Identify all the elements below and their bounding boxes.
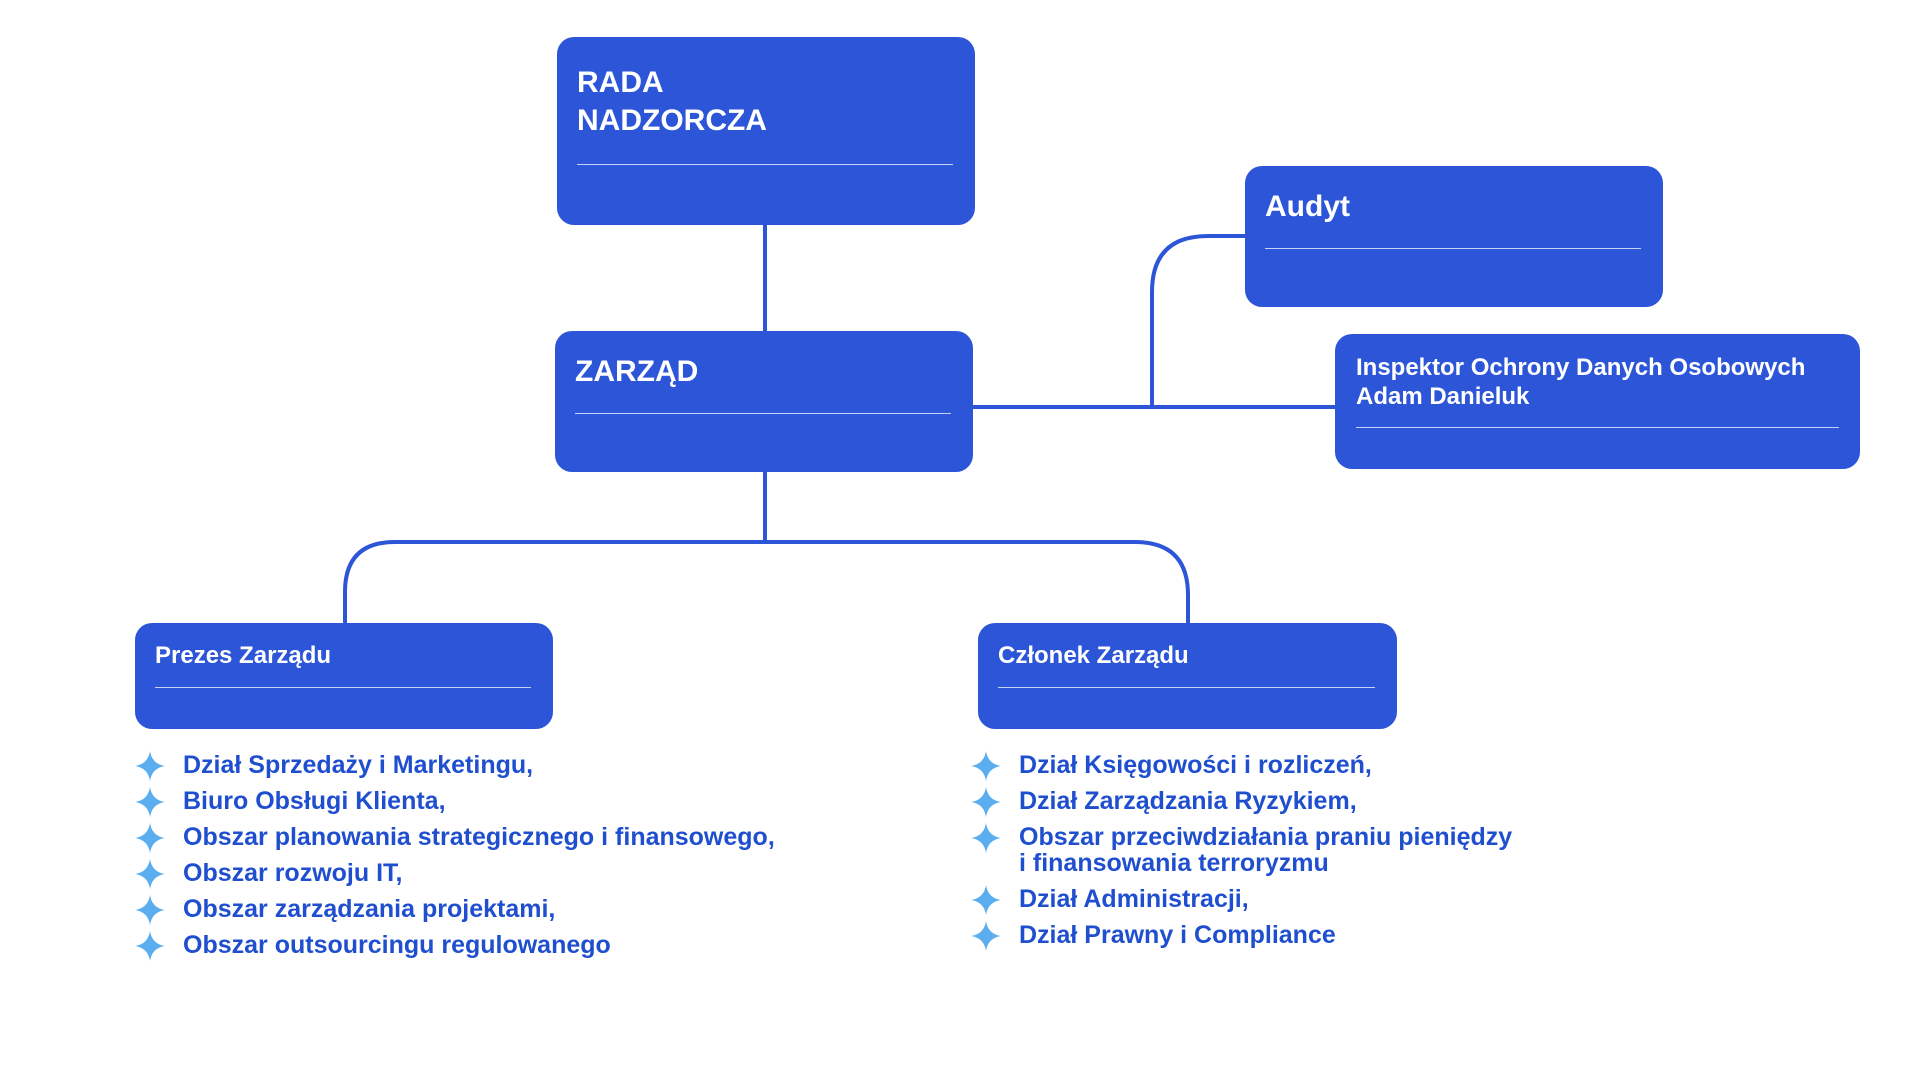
box-title: Inspektor Ochrony Danych Osobowych Adam … <box>1356 354 1806 411</box>
box-title: Członek Zarządu <box>998 642 1189 669</box>
list-item: Dział Księgowości i rozliczeń, <box>971 751 1691 781</box>
list-item-label: Dział Zarządzania Ryzykiem, <box>1019 787 1357 815</box>
sparkle-icon <box>135 859 165 889</box>
list-item: Dział Prawny i Compliance <box>971 921 1691 951</box>
list-item: Obszar przeciwdziałania praniu pieniędzy… <box>971 823 1691 877</box>
box-divider <box>1356 427 1839 428</box>
sparkle-icon <box>971 885 1001 915</box>
sparkle-icon <box>135 895 165 925</box>
list-item-label: Obszar outsourcingu regulowanego <box>183 931 611 959</box>
czlonek-department-list: Dział Księgowości i rozliczeń, Dział Zar… <box>971 751 1691 958</box>
box-title: RADA NADZORCZA <box>577 66 767 137</box>
list-item-label: Dział Księgowości i rozliczeń, <box>1019 751 1372 779</box>
list-item-label: Dział Sprzedaży i Marketingu, <box>183 751 534 779</box>
list-item-label: Dział Administracji, <box>1019 885 1249 913</box>
list-item: Obszar planowania strategicznego i finan… <box>135 823 855 853</box>
box-title: Audyt <box>1265 190 1350 223</box>
connector-audyt <box>1150 234 1250 409</box>
box-divider <box>575 413 951 414</box>
list-item-label: Obszar rozwoju IT, <box>183 859 403 887</box>
sparkle-icon <box>971 921 1001 951</box>
list-item: Dział Administracji, <box>971 885 1691 915</box>
list-item-label: Obszar planowania strategicznego i finan… <box>183 823 775 851</box>
list-item-label: Obszar zarządzania projektami, <box>183 895 556 923</box>
box-rada-nadzorcza[interactable]: RADA NADZORCZA <box>557 37 975 225</box>
list-item: Dział Sprzedaży i Marketingu, <box>135 751 855 781</box>
list-item-label: Obszar przeciwdziałania praniu pieniędzy… <box>1019 823 1513 877</box>
list-item: Obszar rozwoju IT, <box>135 859 855 889</box>
list-item: Biuro Obsługi Klienta, <box>135 787 855 817</box>
box-czlonek-zarzadu[interactable]: Członek Zarządu <box>978 623 1397 729</box>
sparkle-icon <box>135 823 165 853</box>
sparkle-icon <box>135 787 165 817</box>
box-zarzad[interactable]: ZARZĄD <box>555 331 973 472</box>
box-audyt[interactable]: Audyt <box>1245 166 1663 307</box>
connector-prezes-czlonek <box>343 540 1190 624</box>
sparkle-icon <box>971 823 1001 853</box>
list-item-label: Dział Prawny i Compliance <box>1019 921 1336 949</box>
box-divider <box>155 687 531 688</box>
list-item: Obszar outsourcingu regulowanego <box>135 931 855 961</box>
sparkle-icon <box>135 931 165 961</box>
box-prezes-zarzadu[interactable]: Prezes Zarządu <box>135 623 553 729</box>
prezes-department-list: Dział Sprzedaży i Marketingu, Biuro Obsł… <box>135 751 855 968</box>
sparkle-icon <box>135 751 165 781</box>
sparkle-icon <box>971 787 1001 817</box>
box-divider <box>1265 248 1641 249</box>
box-divider <box>998 687 1375 688</box>
list-item-label: Biuro Obsługi Klienta, <box>183 787 446 815</box>
sparkle-icon <box>971 751 1001 781</box>
box-title: Prezes Zarządu <box>155 642 332 669</box>
list-item: Obszar zarządzania projektami, <box>135 895 855 925</box>
box-divider <box>577 164 953 165</box>
box-title: ZARZĄD <box>575 355 699 388</box>
list-item: Dział Zarządzania Ryzykiem, <box>971 787 1691 817</box>
box-inspektor-ochrony-danych[interactable]: Inspektor Ochrony Danych Osobowych Adam … <box>1335 334 1860 469</box>
